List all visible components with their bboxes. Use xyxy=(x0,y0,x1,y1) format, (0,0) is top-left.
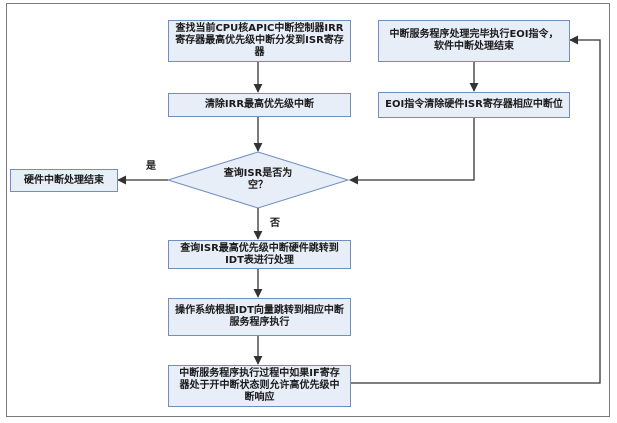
node-eoi-exec-label: 中断服务程序处理完毕执行EOI指令，软件中断处理结束 xyxy=(389,29,559,52)
arrow-nested-to-eoi-exec xyxy=(350,35,601,384)
node-clear-irr-label: 清除IRR最高优先级中断 xyxy=(204,99,315,110)
node-query-jump-label: 查询ISR最高优先级中断硬件跳转到IDT表进行处理 xyxy=(180,242,339,266)
diagram-frame xyxy=(6,3,610,417)
node-os-jump: 操作系统根据IDT向量跳转到相应中断服务程序执行 xyxy=(168,298,351,336)
decision-text: 查询ISR是否为空？ xyxy=(223,168,293,191)
decision-label: 查询ISR是否为空？ xyxy=(218,166,298,194)
node-os-jump-label: 操作系统根据IDT向量跳转到相应中断服务程序执行 xyxy=(175,305,344,328)
node-query-jump: 查询ISR最高优先级中断硬件跳转到IDT表进行处理 xyxy=(168,240,351,269)
node-clear-irr: 清除IRR最高优先级中断 xyxy=(168,93,351,117)
node-nested: 中断服务程序执行过程中如果IF寄存器处于开中断状态则允许高优先级中断响应 xyxy=(168,365,351,407)
node-hw-end: 硬件中断处理结束 xyxy=(10,169,118,192)
node-find-isr-label: 查找当前CPU核APIC中断控制器IRR寄存器最高优先级中断分发到ISR寄存器 xyxy=(175,23,344,58)
arrow-eoi-clear-to-decision xyxy=(349,118,475,185)
node-eoi-clear: EOI指令清除硬件ISR寄存器相应中断位 xyxy=(378,92,570,118)
node-eoi-clear-label: EOI指令清除硬件ISR寄存器相应中断位 xyxy=(385,99,563,110)
node-find-isr: 查找当前CPU核APIC中断控制器IRR寄存器最高优先级中断分发到ISR寄存器 xyxy=(168,20,351,62)
node-hw-end-label: 硬件中断处理结束 xyxy=(24,174,104,186)
edge-label-yes: 是 xyxy=(146,161,156,172)
edge-label-no: 否 xyxy=(270,218,280,229)
node-nested-label: 中断服务程序执行过程中如果IF寄存器处于开中断状态则允许高优先级中断响应 xyxy=(179,368,340,403)
node-eoi-exec: 中断服务程序处理完毕执行EOI指令，软件中断处理结束 xyxy=(378,20,570,62)
